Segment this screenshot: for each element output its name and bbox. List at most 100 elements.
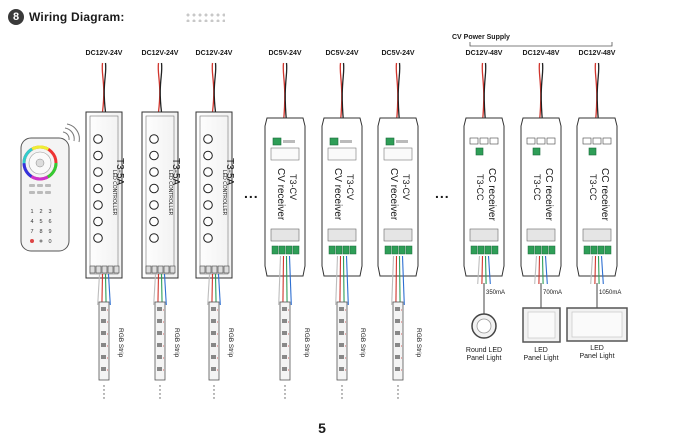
cc-receiver-output-terminal-2-1 xyxy=(527,245,535,255)
rgb-strip-dot-ctrl-1-3 xyxy=(103,397,105,399)
cc-receiver-output-block-2 xyxy=(526,228,556,242)
led-controller-button-3-3 xyxy=(203,167,213,177)
rgb-strip-dot-cv-2-2 xyxy=(341,393,343,395)
remote-key-9: 9 xyxy=(48,229,51,235)
voltage-label-6: DC5V-24V xyxy=(381,50,415,57)
rgb-strip-label-5: RGB Strip xyxy=(359,328,366,358)
rgb-strip-led-ctrl-2-0 xyxy=(157,307,162,311)
voltage-label-8: DC12V-48V xyxy=(522,50,560,57)
cc-receiver-output-terminal-3-3 xyxy=(597,245,605,255)
rgb-strip-dot-cv-1-0 xyxy=(284,385,286,387)
remote-key-7: 7 xyxy=(30,229,33,235)
cc-receiver-output-terminal-2-4 xyxy=(548,245,556,255)
input-wire-black-cv-2 xyxy=(341,62,345,123)
cc-model-2: T3-CC xyxy=(532,174,542,201)
cc-receiver-output-terminal-2-2 xyxy=(534,245,542,255)
voltage-label-2: DC12V-24V xyxy=(141,50,179,57)
remote-key-4: 4 xyxy=(30,219,33,225)
input-wire-black-ctrl-1 xyxy=(103,62,107,113)
cc-model-3: T3-CC xyxy=(588,174,598,201)
cc-caption-1: CC receiver xyxy=(486,168,497,221)
cv-receiver-pin-2 xyxy=(340,140,352,143)
cc-receiver-input-terminal-2 xyxy=(532,147,541,156)
voltage-label-1: DC12V-24V xyxy=(85,50,123,57)
rgb-strip-label-6: RGB Strip xyxy=(415,328,422,358)
header-dot-pattern xyxy=(184,12,225,22)
cv-receiver-input-terminal-2 xyxy=(329,137,339,146)
output-wire-cv-1-0 xyxy=(278,255,282,306)
led-controller-terminal-1-2 xyxy=(95,265,102,274)
cc-receiver-dip-1-3 xyxy=(489,137,499,145)
led-controller-button-3-1 xyxy=(203,134,213,144)
rgb-strip-led-ctrl-1-5 xyxy=(101,367,106,371)
voltage-label-4: DC5V-24V xyxy=(268,50,302,57)
current-label-2: 700mA xyxy=(543,290,563,296)
rgb-strip-dot-ctrl-2-2 xyxy=(159,393,161,395)
rgb-strip-led-cv-1-3 xyxy=(282,343,287,347)
rgb-strip-led-ctrl-3-5 xyxy=(211,367,216,371)
cc-receiver-dip-1-1 xyxy=(469,137,479,145)
rgb-strip-led-ctrl-1-3 xyxy=(101,343,106,347)
led-controller-1 xyxy=(85,62,123,399)
led-controller-terminal-1-1 xyxy=(89,265,96,274)
output-wire-cc-2-3 xyxy=(544,255,548,285)
rgb-strip-led-ctrl-1-2 xyxy=(101,331,106,335)
led-controller-terminal-2-3 xyxy=(157,265,164,274)
remote-key-0: 0 xyxy=(48,239,51,245)
output-wire-cc-3-1 xyxy=(594,255,597,285)
led-controller-terminal-2-4 xyxy=(163,265,170,274)
remote-key-8: 8 xyxy=(39,229,42,235)
panel-label-round-line1: Round LED xyxy=(465,347,503,354)
output-wire-ctrl-3-0 xyxy=(207,273,211,306)
cc-receiver-output-block-1 xyxy=(469,228,499,242)
output-wire-cc-1-2 xyxy=(484,255,487,285)
output-wire-ctrl-1-1 xyxy=(101,273,104,306)
cc-receiver-3 xyxy=(576,62,618,285)
current-label-3: 1050mA xyxy=(599,290,622,296)
output-wire-cv-1-1 xyxy=(282,255,285,306)
voltage-label-9: DC12V-48V xyxy=(578,50,616,57)
rgb-strip-dot-ctrl-3-3 xyxy=(213,397,215,399)
panel-label-round: Round LED Panel Light xyxy=(466,347,502,363)
output-wire-cv-1-3 xyxy=(288,255,292,306)
rgb-strip-led-ctrl-2-3 xyxy=(157,343,162,347)
cc-caption-3: CC receiver xyxy=(599,168,610,221)
led-controller-button-3-4 xyxy=(203,183,213,194)
input-wire-red-cv-1 xyxy=(282,62,286,123)
led-controller-inner-3 xyxy=(199,115,229,275)
rgb-strip-dot-cv-1-2 xyxy=(284,393,286,395)
rgb-strip-led-ctrl-1-0 xyxy=(101,307,106,311)
rgb-strip-dot-ctrl-2-3 xyxy=(159,397,161,399)
rgb-strip-led-cv-2-0 xyxy=(339,307,344,311)
cc-receiver-dip-2-3 xyxy=(546,137,556,145)
rgb-strip-dot-ctrl-1-0 xyxy=(103,385,105,387)
cv-receiver-output-terminal-1-3 xyxy=(285,245,293,255)
rgb-strip-led-ctrl-1-4 xyxy=(101,355,106,359)
led-controller-terminal-1-3 xyxy=(101,265,108,274)
rgb-strip-dot-cv-2-0 xyxy=(341,385,343,387)
output-wire-cv-3-2 xyxy=(398,255,401,306)
controller-caption-2: LED CONTROLLER xyxy=(167,170,173,216)
rect-led-panel xyxy=(566,283,628,342)
output-wire-cc-2-1 xyxy=(538,255,541,285)
output-wire-cv-2-3 xyxy=(345,255,349,306)
rgb-strip-led-cv-2-5 xyxy=(339,367,344,371)
output-wire-ctrl-2-1 xyxy=(157,273,160,306)
cv-receiver-output-terminal-3-4 xyxy=(405,245,413,255)
led-controller-button-2-7 xyxy=(149,233,159,243)
led-controller-button-2-5 xyxy=(149,200,159,210)
cv-model-3: T3-CV xyxy=(401,174,411,201)
led-controller-inner-2 xyxy=(145,115,175,275)
input-wire-black-cc-3 xyxy=(596,62,600,123)
rgb-strip-dot-cv-1-1 xyxy=(284,389,286,391)
cv-power-supply-bracket xyxy=(469,42,613,47)
rgb-strip-dot-ctrl-3-1 xyxy=(213,389,215,391)
cv-model-1: T3-CV xyxy=(288,174,298,201)
output-wire-cc-2-2 xyxy=(541,255,544,285)
led-controller-terminal-1-5 xyxy=(113,265,120,274)
cv-receiver-label-plate-2 xyxy=(327,147,357,161)
input-wire-red-ctrl-1 xyxy=(101,62,105,113)
output-wire-cc-3-0 xyxy=(590,255,594,285)
rgb-strip-dot-cv-1-3 xyxy=(284,397,286,399)
cc-receiver-output-terminal-1-1 xyxy=(470,245,478,255)
